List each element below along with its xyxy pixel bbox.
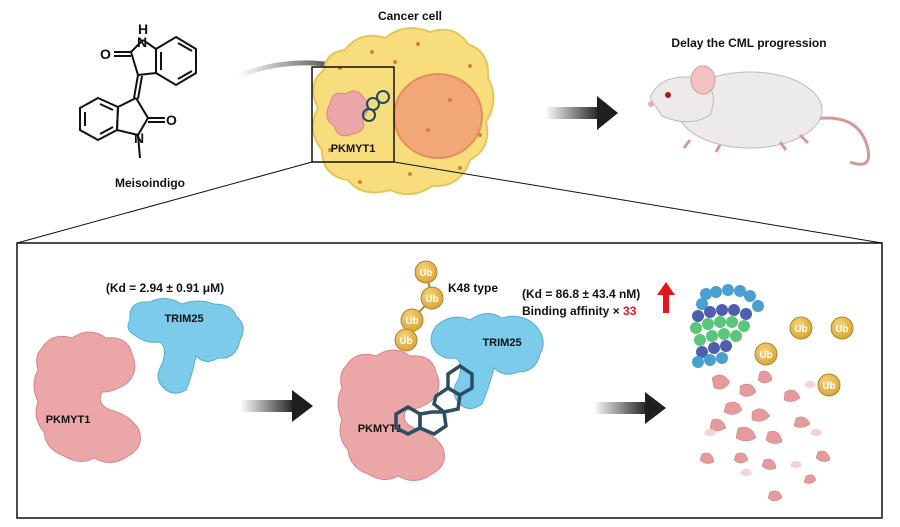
- trim25-label-1: TRIM25: [164, 313, 203, 325]
- svg-text:N: N: [137, 34, 147, 50]
- inset-protein-label: PKMYT1: [331, 143, 376, 155]
- svg-text:Ub: Ub: [822, 381, 835, 392]
- proteasome-icon: [690, 284, 764, 368]
- trim25-protein-1: [127, 298, 244, 394]
- svg-text:Ub: Ub: [835, 324, 848, 335]
- up-arrow-icon: [657, 282, 675, 313]
- pkmyt1-label-2: PKMYT1: [358, 423, 403, 435]
- trim25-protein-2: [430, 313, 544, 409]
- kd1-label: (Kd = 2.94 ± 0.91 μM): [106, 281, 224, 295]
- arrow-step-1: [240, 390, 313, 422]
- trim25-label-2: TRIM25: [482, 337, 521, 349]
- pkmyt1-protein-2: [337, 349, 445, 481]
- meisoindigo-icon: [394, 363, 474, 436]
- kd2-label: (Kd = 86.8 ± 43.4 nM): [522, 287, 640, 301]
- svg-text:Ub: Ub: [399, 336, 412, 347]
- affinity-label: Binding affinity × 33: [522, 304, 637, 318]
- cancer-cell: [311, 27, 495, 196]
- k48-label: K48 type: [448, 281, 498, 295]
- svg-text:Ub: Ub: [425, 294, 438, 305]
- svg-text:O: O: [166, 112, 177, 128]
- arrow-step-2: [593, 392, 666, 424]
- inset-box: [311, 66, 395, 163]
- svg-text:Ub: Ub: [794, 324, 807, 335]
- peptide-fragments-faded: [704, 380, 822, 476]
- svg-text:N: N: [134, 130, 144, 146]
- inset-drug-icon: [362, 90, 390, 122]
- svg-text:Ub: Ub: [759, 350, 772, 361]
- svg-text:H: H: [138, 21, 148, 37]
- nucleus: [393, 73, 483, 159]
- meisoindigo-structure: [79, 35, 197, 159]
- pkmyt1-label-1: PKMYT1: [46, 414, 91, 426]
- ubiquitin-chain: Ub Ub Ub Ub: [394, 260, 444, 352]
- zoom-line-left: [16, 161, 313, 244]
- inset-pkmyt1: [326, 90, 369, 137]
- arrow-to-mouse: [545, 96, 618, 130]
- free-ubiquitins: Ub Ub Ub Ub: [754, 316, 854, 397]
- pkmyt1-protein-1: [33, 331, 141, 463]
- meisoindigo-atom-labels: H N O O N: [100, 21, 177, 146]
- affinity-value: 33: [623, 304, 637, 318]
- peptide-fragments: [699, 370, 831, 502]
- zoom-line-right: [393, 161, 883, 244]
- outcome-label: Delay the CML progression: [671, 36, 826, 50]
- svg-text:Ub: Ub: [405, 316, 418, 327]
- svg-text:O: O: [100, 46, 111, 62]
- svg-text:Ub: Ub: [419, 268, 432, 279]
- mouse-icon: [648, 65, 871, 166]
- cancer-cell-label: Cancer cell: [378, 9, 442, 23]
- molecule-name: Meisoindigo: [115, 176, 185, 190]
